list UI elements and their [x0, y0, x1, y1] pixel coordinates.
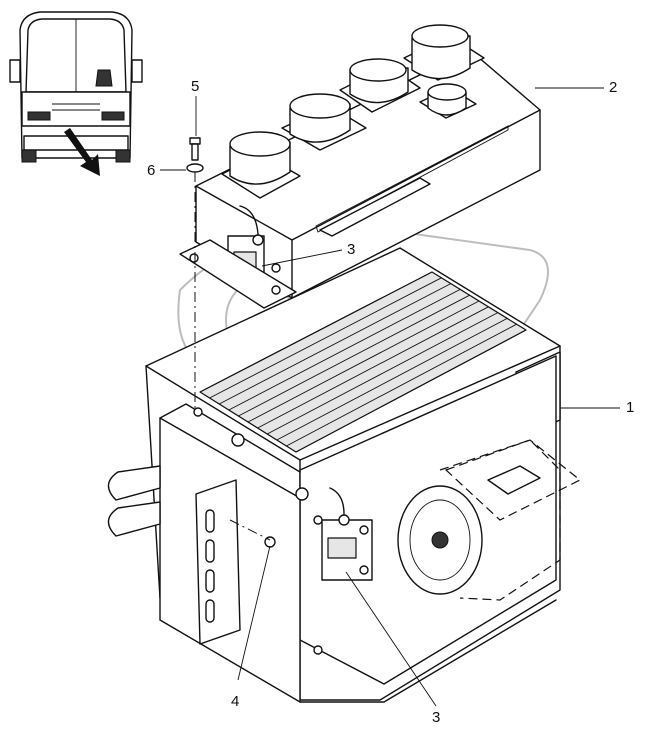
duct-housing-part-2 [179, 24, 541, 309]
radiator-fin-row [247, 300, 480, 423]
arrow-pointer-icon [64, 128, 100, 176]
radiator-fin-row [218, 283, 452, 405]
callout-3-upper: 3 [347, 241, 356, 258]
radiator-fin-row [257, 306, 489, 429]
leader-lines [160, 87, 620, 707]
radiator-fin-row [228, 289, 461, 411]
callout-6: 6 [147, 162, 156, 179]
radiator-fin-row [286, 323, 517, 447]
washer-part-6 [186, 163, 204, 173]
bolt-part-5 [189, 137, 201, 161]
radiator-fin-row [266, 312, 499, 435]
radiator-fin-row [295, 329, 527, 453]
radiator-fin-row [209, 277, 442, 399]
heater-unit-part-1 [107, 247, 582, 703]
callout-1: 1 [626, 399, 635, 416]
callout-2: 2 [609, 79, 618, 96]
callout-3-lower: 3 [432, 709, 441, 726]
radiator-fin-row [199, 271, 433, 393]
callout-4: 4 [231, 693, 240, 710]
radiator-fin-row [276, 318, 508, 441]
bus-front-view-icon [9, 11, 143, 163]
bolt-axis [229, 519, 271, 541]
callout-5: 5 [191, 78, 200, 95]
radiator-fin-row [238, 294, 470, 417]
